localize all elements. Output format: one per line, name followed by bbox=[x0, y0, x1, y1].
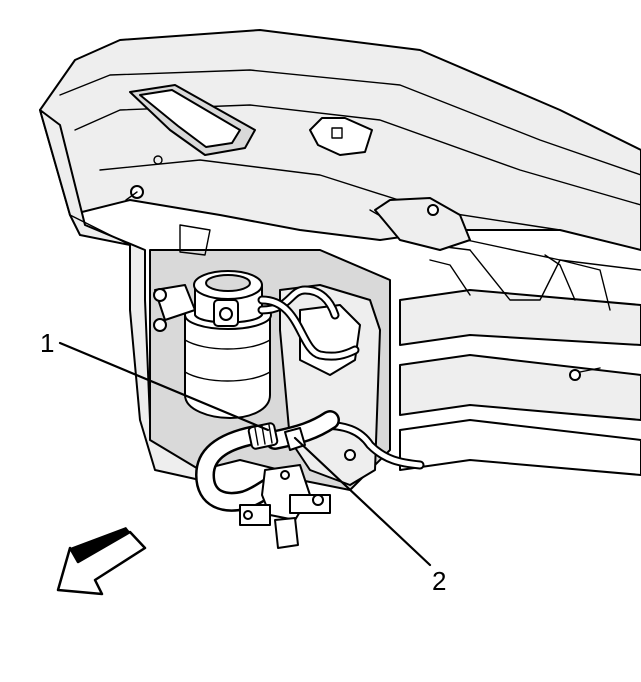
callout-1-label: 1 bbox=[40, 328, 54, 358]
refrigerant-lines bbox=[257, 285, 425, 470]
callout-2-label: 2 bbox=[432, 566, 446, 596]
cowl-panel bbox=[39, 29, 641, 251]
accumulator bbox=[153, 270, 272, 419]
frame-rails bbox=[369, 197, 641, 476]
valve-assembly bbox=[239, 464, 331, 549]
front-arrow-icon bbox=[56, 527, 147, 596]
callout-2-leader bbox=[293, 436, 432, 567]
callout-1-leader bbox=[58, 341, 270, 432]
